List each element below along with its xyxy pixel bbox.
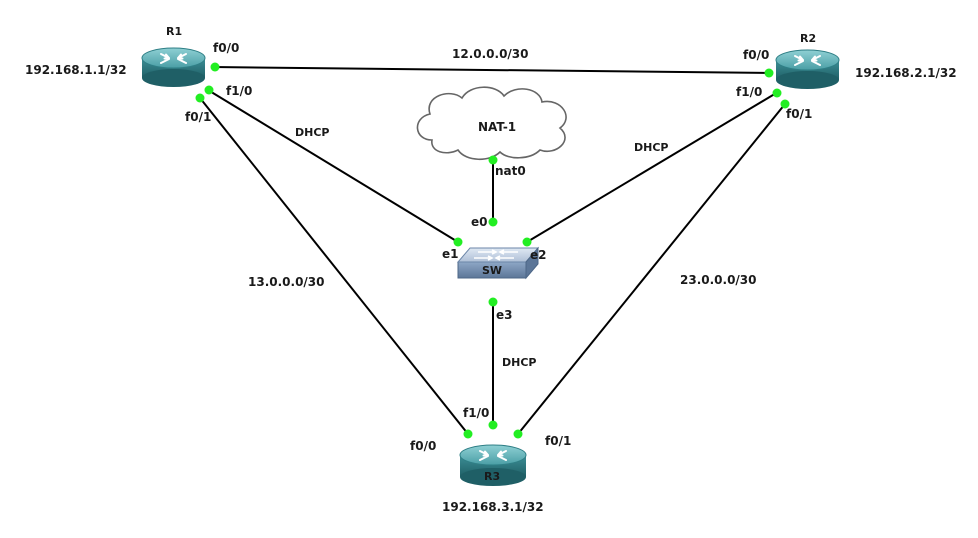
port-dot-sw-e2[interactable] bbox=[522, 237, 532, 247]
port-label-r2-f10: f1/0 bbox=[736, 85, 762, 99]
node-label-r3: R3 bbox=[484, 470, 500, 483]
port-dot-r2-f01[interactable] bbox=[780, 99, 790, 109]
router-icon bbox=[775, 49, 840, 89]
node-label-sw: SW bbox=[482, 264, 502, 277]
port-label-sw-e0: e0 bbox=[471, 215, 488, 229]
port-label-sw-e1: e1 bbox=[442, 247, 459, 261]
port-dot-sw-e3[interactable] bbox=[488, 297, 498, 307]
link-r1-r2[interactable] bbox=[211, 66, 771, 74]
switch-sw[interactable]: SW bbox=[456, 246, 540, 280]
port-dot-r1-f10[interactable] bbox=[204, 85, 214, 95]
port-label-r3-f00: f0/0 bbox=[410, 439, 436, 453]
node-label-r1: R1 bbox=[166, 25, 182, 38]
link-label-r1-r3: 13.0.0.0/30 bbox=[248, 275, 325, 289]
port-label-sw-e3: e3 bbox=[496, 308, 513, 322]
port-labels: f0/0 f1/0 f0/1 f0/0 f1/0 f0/1 f0/0 f1/0 … bbox=[185, 41, 812, 453]
link-r2-r3[interactable] bbox=[517, 103, 786, 435]
port-dot-r1-f01[interactable] bbox=[195, 93, 205, 103]
port-label-sw-e2: e2 bbox=[530, 248, 547, 262]
link-r1-r3[interactable] bbox=[199, 97, 469, 435]
link-label-r1-r2: 12.0.0.0/30 bbox=[452, 47, 529, 61]
cloud-icon bbox=[416, 86, 567, 161]
port-dot-r3-f00[interactable] bbox=[463, 429, 473, 439]
port-dot-r2-f10[interactable] bbox=[772, 88, 782, 98]
router-icon bbox=[459, 444, 527, 486]
port-label-r3-f10: f1/0 bbox=[463, 406, 489, 420]
switch-icon bbox=[456, 246, 540, 280]
address-label-r2: 192.168.2.1/32 bbox=[855, 66, 957, 80]
link-label-sw-r3: DHCP bbox=[502, 356, 536, 369]
port-label-r2-f00: f0/0 bbox=[743, 48, 769, 62]
port-label-r1-f10: f1/0 bbox=[226, 84, 252, 98]
router-r1[interactable]: R1 192.168.1.1/32 bbox=[25, 25, 206, 87]
link-label-r2-sw: DHCP bbox=[634, 141, 668, 154]
port-dot-r1-f00[interactable] bbox=[210, 62, 220, 72]
port-dot-sw-e0[interactable] bbox=[488, 217, 498, 227]
link-r1-sw[interactable] bbox=[207, 89, 459, 243]
port-indicators bbox=[195, 62, 790, 439]
port-label-r1-f00: f0/0 bbox=[213, 41, 239, 55]
address-label-r3: 192.168.3.1/32 bbox=[442, 500, 544, 514]
link-r2-sw[interactable] bbox=[526, 91, 779, 243]
port-label-r2-f01: f0/1 bbox=[786, 107, 812, 121]
port-dot-nat-nat0[interactable] bbox=[488, 155, 498, 165]
port-label-r1-f01: f0/1 bbox=[185, 110, 211, 124]
address-label-r1: 192.168.1.1/32 bbox=[25, 63, 127, 77]
link-label-r2-r3: 23.0.0.0/30 bbox=[680, 273, 757, 287]
port-label-r3-f01: f0/1 bbox=[545, 434, 571, 448]
router-r3[interactable]: R3 192.168.3.1/32 bbox=[442, 444, 544, 514]
router-r2[interactable]: R2 192.168.2.1/32 bbox=[775, 32, 957, 89]
port-dot-sw-e1[interactable] bbox=[453, 237, 463, 247]
router-icon bbox=[141, 47, 206, 87]
port-dot-r2-f00[interactable] bbox=[764, 68, 774, 78]
nat-cloud[interactable]: NAT-1 bbox=[416, 86, 567, 161]
port-dot-r3-f01[interactable] bbox=[513, 429, 523, 439]
port-label-nat-nat0: nat0 bbox=[495, 164, 526, 178]
node-label-nat: NAT-1 bbox=[478, 120, 516, 134]
link-label-r1-sw: DHCP bbox=[295, 126, 329, 139]
node-label-r2: R2 bbox=[800, 32, 816, 45]
port-dot-r3-f10[interactable] bbox=[488, 420, 498, 430]
